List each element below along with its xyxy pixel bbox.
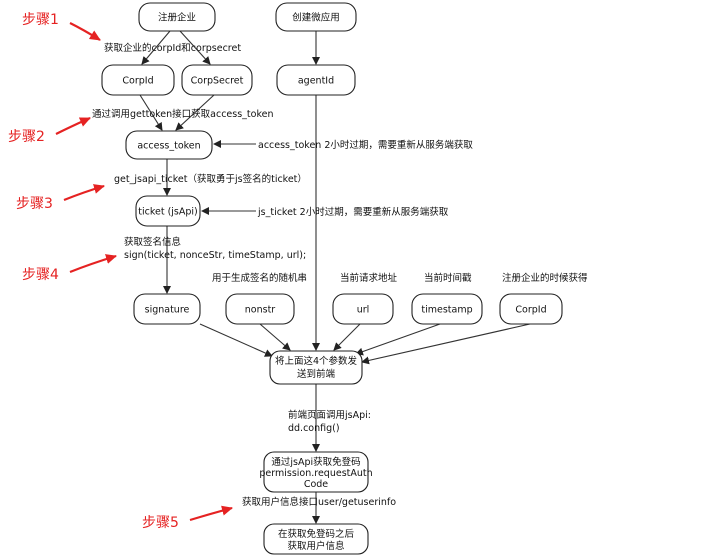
edge-corpsecret-to-token — [175, 94, 215, 131]
note-sign-title: 获取签名信息 — [124, 236, 181, 248]
step-1-label: 步骤1 — [22, 12, 59, 28]
edge-corpid-to-token — [139, 94, 163, 131]
note-front-call-1: 前端页面调用jsApi: — [288, 409, 371, 421]
note-ticket-expire: js_ticket 2小时过期，需要重新从服务端获取 — [257, 206, 449, 218]
note-userinfo-api: 获取用户信息接口user/getuserinfo — [242, 496, 396, 508]
note-timestamp-desc: 当前时间戳 — [424, 272, 472, 284]
node-access-token-label: access_token — [137, 141, 200, 152]
edge-corpid2-to-send — [361, 323, 531, 365]
node-nonstr: nonstr — [225, 293, 295, 325]
step-5-marker: 步骤5 — [142, 505, 233, 531]
note-url-desc: 当前请求地址 — [340, 272, 398, 284]
edge-register-to-corpsecret — [179, 30, 211, 65]
step-2-marker: 步骤2 — [8, 116, 91, 145]
node-get-userinfo-line1: 在获取免登码之后 — [278, 528, 355, 540]
step-3-marker: 步骤3 — [16, 184, 105, 212]
node-get-code-line2: permission.requestAuth — [259, 468, 372, 479]
node-signature: signature — [133, 293, 201, 325]
step-5-label: 步骤5 — [142, 515, 179, 531]
edge-timestamp-to-send — [355, 323, 441, 356]
node-nonstr-label: nonstr — [245, 305, 276, 316]
node-send-front: 将上面这4个参数发 送到前端 — [269, 350, 363, 385]
note-token-expire: access_token 2小时过期，需要重新从服务端获取 — [258, 139, 473, 151]
step-2-label: 步骤2 — [8, 129, 45, 145]
step-4-label: 步骤4 — [22, 267, 59, 283]
node-create-app-label: 创建微应用 — [292, 12, 340, 24]
node-get-userinfo: 在获取免登码之后 获取用户信息 — [263, 523, 369, 555]
node-register-corp-label: 注册企业 — [158, 12, 196, 24]
note-sign-call: sign(ticket, nonceStr, timeStamp, url); — [124, 250, 306, 261]
node-corpid: CorpId — [101, 64, 175, 96]
annotations: 获取企业的corpId和corpsecret 通过调用gettoken接口获取a… — [92, 42, 588, 508]
node-access-token: access_token — [125, 130, 213, 160]
note-call-gettoken: 通过调用gettoken接口获取access_token — [92, 108, 274, 120]
node-signature-label: signature — [145, 305, 190, 316]
edge-url-to-send — [333, 323, 361, 351]
node-corpid2-label: CorpId — [515, 305, 546, 316]
edges — [139, 30, 531, 524]
note-nonstr-desc: 用于生成签名的随机串 — [212, 272, 307, 284]
node-agentid-label: agentId — [298, 76, 334, 87]
note-get-corp: 获取企业的corpId和corpsecret — [104, 42, 241, 54]
step-4-marker: 步骤4 — [22, 254, 117, 283]
node-send-front-line1: 将上面这4个参数发 — [275, 355, 358, 367]
note-front-call-2: dd.config() — [288, 423, 340, 434]
node-get-code-line3: Code — [304, 479, 328, 490]
node-agentid: agentId — [276, 64, 356, 96]
node-create-app: 创建微应用 — [275, 2, 357, 32]
node-get-code-line1: 通过jsApi获取免登码 — [271, 456, 360, 468]
edge-nonstr-to-send — [259, 323, 291, 351]
note-get-jsapi-ticket: get_jsapi_ticket（获取勇于js签名的ticket） — [114, 173, 307, 185]
edge-register-to-corpid — [141, 30, 171, 65]
note-corpid-desc: 注册企业的时候获得 — [502, 272, 588, 284]
node-corpid2: CorpId — [499, 293, 563, 325]
node-get-userinfo-line2: 获取用户信息 — [287, 540, 344, 552]
node-register-corp: 注册企业 — [138, 2, 216, 32]
node-ticket: ticket (jsApi) — [135, 195, 201, 227]
node-timestamp: timestamp — [411, 293, 483, 325]
step-1-marker: 步骤1 — [22, 12, 101, 41]
edge-signature-to-send — [199, 323, 273, 357]
node-corpsecret: CorpSecret — [181, 64, 253, 96]
step-3-label: 步骤3 — [16, 196, 53, 212]
node-get-code: 通过jsApi获取免登码 permission.requestAuth Code — [259, 451, 373, 493]
node-ticket-label: ticket (jsApi) — [138, 207, 198, 218]
node-url: url — [332, 293, 394, 325]
node-send-front-line2: 送到前端 — [297, 368, 336, 380]
node-corpsecret-label: CorpSecret — [191, 76, 244, 87]
node-url-label: url — [357, 305, 370, 316]
node-corpid-label: CorpId — [122, 76, 153, 87]
node-timestamp-label: timestamp — [421, 305, 472, 316]
